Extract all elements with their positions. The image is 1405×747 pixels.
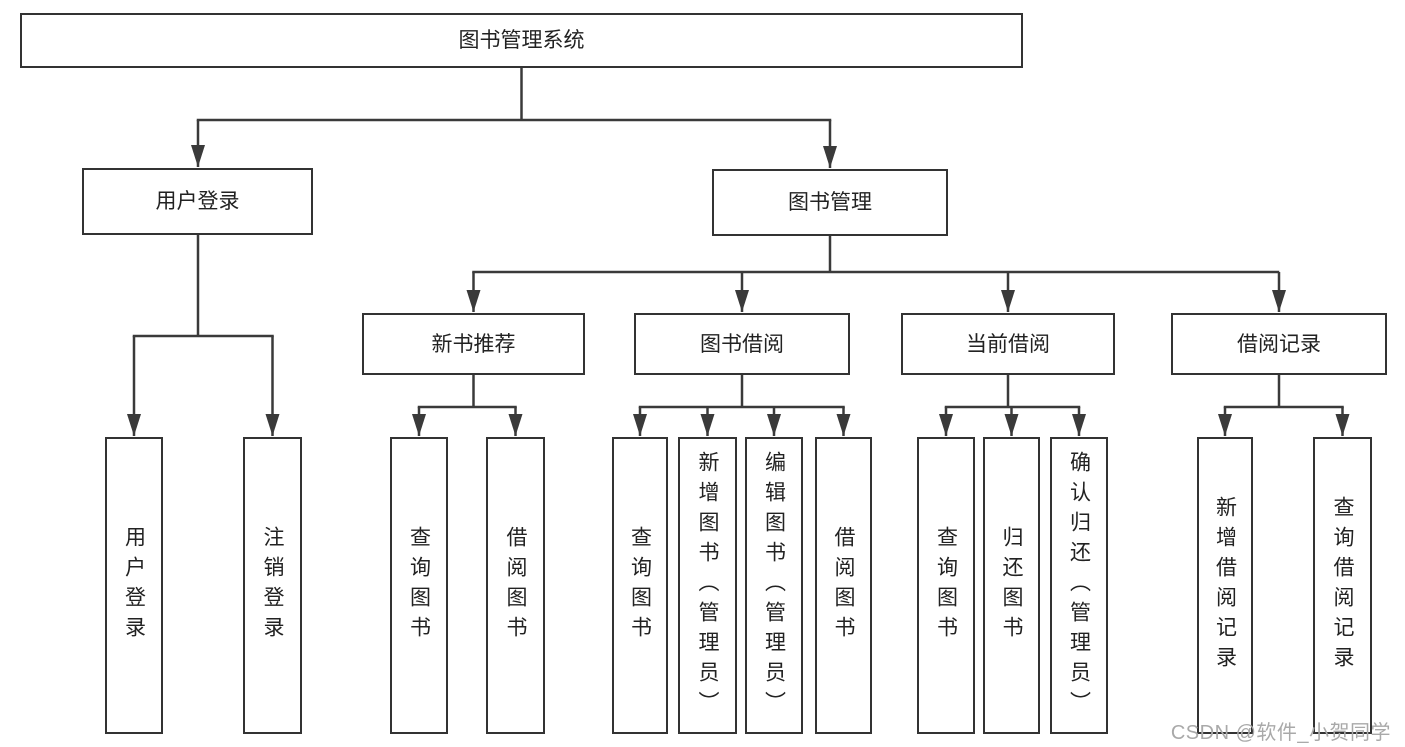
node-new-book-recommendation: 新书推荐 — [362, 313, 585, 375]
node-book-management: 图书管理 — [712, 169, 948, 236]
leaf-query-borrow-record: 查询借阅记录 — [1313, 437, 1372, 734]
leaf-query-books-borrowing: 查询图书 — [612, 437, 668, 734]
node-current-borrowing: 当前借阅 — [901, 313, 1115, 375]
leaf-logout: 注销登录 — [243, 437, 302, 734]
leaf-borrow-books-recommend: 借阅图书 — [486, 437, 545, 734]
leaf-add-book-admin: 新增图书（管理员） — [678, 437, 737, 734]
leaf-edit-book-admin: 编辑图书（管理员） — [745, 437, 803, 734]
leaf-return-book: 归还图书 — [983, 437, 1040, 734]
leaf-query-books-recommend: 查询图书 — [390, 437, 448, 734]
leaf-confirm-return-admin: 确认归还（管理员） — [1050, 437, 1108, 734]
node-borrowing-records: 借阅记录 — [1171, 313, 1387, 375]
node-user-login: 用户登录 — [82, 168, 313, 235]
leaf-query-books-current: 查询图书 — [917, 437, 975, 734]
leaf-add-borrow-record: 新增借阅记录 — [1197, 437, 1253, 734]
node-root: 图书管理系统 — [20, 13, 1023, 68]
leaf-user-login: 用户登录 — [105, 437, 163, 734]
node-book-borrowing: 图书借阅 — [634, 313, 850, 375]
leaf-borrow-books-borrowing: 借阅图书 — [815, 437, 872, 734]
csdn-watermark: CSDN @软件_小贺同学 — [1170, 722, 1391, 744]
